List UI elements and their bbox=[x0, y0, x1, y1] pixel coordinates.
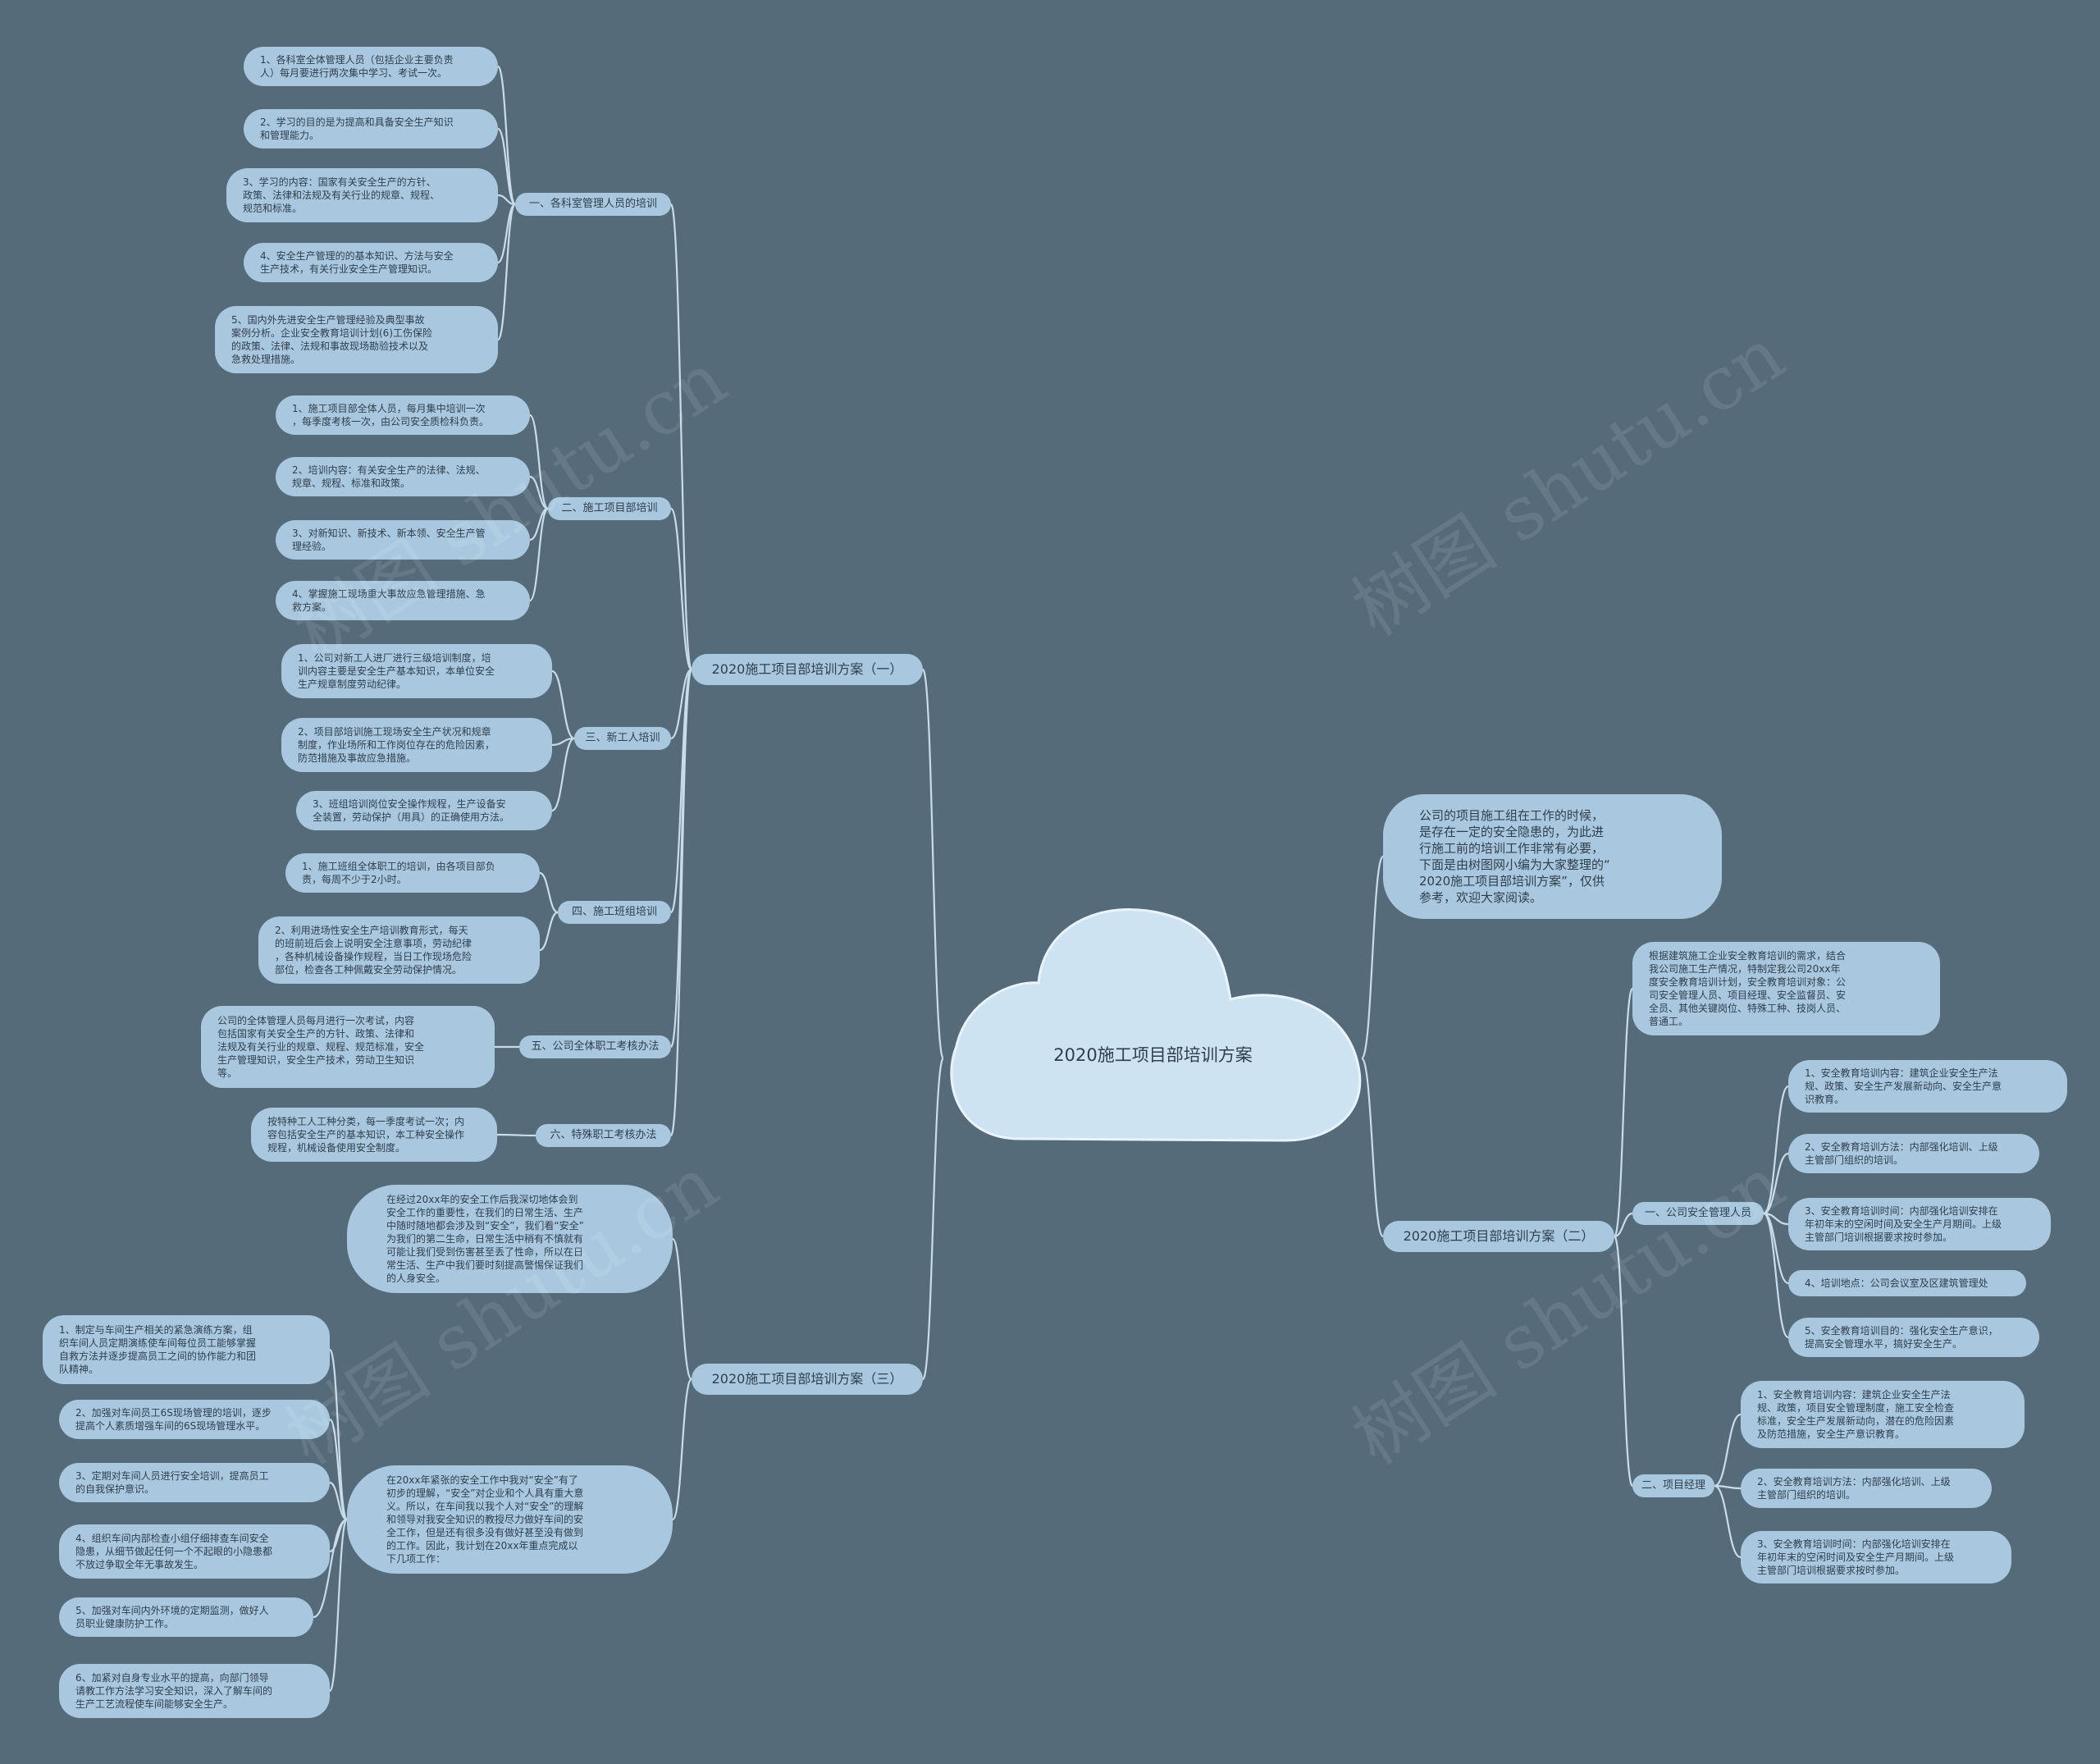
connector-line bbox=[551, 669, 575, 740]
plan3-text-1[interactable]: 在经过20xx年的安全工作后我深切地体会到 安全工作的重要性，在我们的日常生活、… bbox=[347, 1185, 673, 1293]
leaf-item[interactable]: 2、培训内容：有关安全生产的法律、法规、 规章、规程、标准和政策。 bbox=[276, 457, 530, 496]
leaf-item[interactable]: 按特种工人工种分类，每一季度考试一次；内 容包括安全生产的基本知识，本工种安全操… bbox=[251, 1108, 497, 1162]
connector-line bbox=[496, 1133, 536, 1137]
leaf-item[interactable]: 1、安全教育培训内容：建筑企业安全生产法 规、政策，项目安全管理制度，施工安全检… bbox=[1741, 1381, 2025, 1448]
leaf-item[interactable]: 4、掌握施工现场重大事故应急管理措施、急 救方案。 bbox=[276, 581, 530, 620]
connector-line bbox=[1714, 1413, 1742, 1488]
leaf-item[interactable]: 4、组织车间内部检查小组仔细排查车间安全 隐患，从细节做起任何一个不起眼的小隐患… bbox=[59, 1524, 330, 1579]
plan1-section-5[interactable]: 五、公司全体职工考核办法 bbox=[519, 1035, 671, 1058]
leaf-item[interactable]: 5、加强对车间内外环境的定期监测，做好人 员职业健康防护工作。 bbox=[59, 1597, 313, 1637]
connector-line bbox=[1613, 987, 1634, 1238]
connector-line bbox=[1614, 1212, 1633, 1238]
plan-3-title[interactable]: 2020施工项目部培训方案（三） bbox=[692, 1364, 923, 1395]
plan-2-title[interactable]: 2020施工项目部培训方案（二） bbox=[1383, 1221, 1614, 1252]
connector-line bbox=[1763, 1212, 1789, 1339]
leaf-item[interactable]: 1、安全教育培训内容：建筑企业安全生产法 规、政策、安全生产发展新动向、安全生产… bbox=[1788, 1060, 2067, 1113]
plan-1-title[interactable]: 2020施工项目部培训方案（一） bbox=[692, 654, 923, 685]
connector-line bbox=[1360, 855, 1385, 1060]
leaf-item[interactable]: 3、安全教育培训时间：内部强化培训安排在 年初年末的空闲时间及安全生产月期间。上… bbox=[1788, 1198, 2051, 1250]
leaf-item[interactable]: 2、安全教育培训方法：内部强化培训、上级 主管部门组织的培训。 bbox=[1741, 1469, 1992, 1508]
plan2-section-2[interactable]: 二、项目经理 bbox=[1632, 1474, 1714, 1497]
cloud-shape bbox=[950, 908, 1362, 1142]
leaf-item[interactable]: 2、利用进场性安全生产培训教育形式，每天 的班前班后会上说明安全注意事项，劳动纪… bbox=[258, 916, 540, 984]
leaf-item[interactable]: 1、施工班组全体职工的培训，由各项目部负 责，每周不少于2小时。 bbox=[285, 853, 540, 893]
leaf-item[interactable]: 5、国内外先进安全生产管理经验及典型事故 案例分析。企业安全教育培训计划(6)工… bbox=[215, 306, 498, 373]
connector-line bbox=[539, 871, 559, 914]
connector-line bbox=[669, 668, 693, 1049]
plan2-intro[interactable]: 根据建筑施工企业安全教育培训的需求，结合 我公司施工生产情况，特制定我公司20x… bbox=[1632, 942, 1940, 1035]
plan1-section-3[interactable]: 三、新工人培训 bbox=[574, 727, 671, 750]
leaf-item[interactable]: 3、学习的内容：国家有关安全生产的方针、 政策、法律和法规及有关行业的规章、规程… bbox=[226, 168, 498, 222]
leaf-item[interactable]: 1、制定与车间生产相关的紧急演练方案，组 织车间人员定期演练使车间每位员工能够掌… bbox=[43, 1315, 330, 1384]
leaf-item[interactable]: 5、安全教育培训目的：强化安全生产意识， 提高安全管理水平，搞好安全生产。 bbox=[1788, 1318, 2039, 1357]
connector-line bbox=[496, 127, 517, 206]
plan1-section-1[interactable]: 一、各科室管理人员的培训 bbox=[515, 193, 671, 216]
leaf-item[interactable]: 2、项目部培训施工现场安全生产状况和规章 制度，作业场所和工作岗位存在的危险因素… bbox=[281, 718, 552, 772]
leaf-item[interactable]: 公司的全体管理人员每月进行一次考试，内容 包括国家有关安全生产的方针、政策、法律… bbox=[201, 1006, 495, 1088]
connector-line bbox=[528, 507, 550, 602]
connector-line bbox=[669, 203, 693, 671]
connector-line bbox=[528, 414, 550, 510]
leaf-item[interactable]: 2、安全教育培训方法：内部强化培训、上级 主管部门组织的培训。 bbox=[1788, 1134, 2039, 1173]
leaf-item[interactable]: 4、安全生产管理的的基本知识、方法与安全 生产技术，有关行业安全生产管理知识。 bbox=[244, 243, 498, 282]
plan1-section-4[interactable]: 四、施工班组培训 bbox=[558, 901, 671, 924]
leaf-item[interactable]: 1、公司对新工人进厂进行三级培训制度，培 训内容主要是安全生产基本知识，本单位安… bbox=[281, 644, 552, 698]
leaf-item[interactable]: 4、培训地点：公司会议室及区建筑管理处 bbox=[1788, 1270, 2026, 1296]
leaf-item[interactable]: 3、班组培训岗位安全操作规程，生产设备安 全装置，劳动保护（用具）的正确使用方法… bbox=[296, 791, 552, 830]
leaf-item[interactable]: 1、施工项目部全体人员，每月集中培训一次 ，每季度考核一次，由公司安全质检科负责… bbox=[276, 395, 530, 435]
connector-line bbox=[921, 668, 945, 1060]
connector-line bbox=[329, 1481, 348, 1521]
leaf-item[interactable]: 6、加紧对自身专业水平的提高，向部门领导 请教工作方法学习安全知识，深入了解车间… bbox=[59, 1664, 330, 1718]
connector-line bbox=[496, 203, 517, 341]
leaf-item[interactable]: 3、对新知识、新技术、新本领、安全生产管 理经验。 bbox=[276, 520, 530, 560]
connector-line bbox=[671, 1237, 693, 1381]
connector-line bbox=[669, 507, 693, 671]
leaf-item[interactable]: 1、各科室全体管理人员（包括企业主要负责 人）每月要进行两次集中学习、考试一次。 bbox=[244, 47, 498, 86]
plan1-section-2[interactable]: 二、施工项目部培训 bbox=[548, 497, 671, 520]
connector-line bbox=[1763, 1152, 1789, 1215]
connector-line bbox=[1763, 1085, 1789, 1215]
connector-line bbox=[496, 65, 517, 206]
connector-line bbox=[669, 668, 693, 1137]
leaf-item[interactable]: 3、定期对车间人员进行安全培训，提高员工 的自我保护意识。 bbox=[59, 1463, 330, 1502]
connector-line bbox=[328, 1418, 349, 1521]
plan3-text-2[interactable]: 在20xx年紧张的安全工作中我对“安全”有了 初步的理解，“安全”对企业和个人具… bbox=[347, 1465, 673, 1574]
plan1-section-6[interactable]: 六、特殊职工考核办法 bbox=[536, 1124, 671, 1147]
central-topic[interactable]: 2020施工项目部培训方案 bbox=[1053, 1045, 1253, 1065]
connector-line bbox=[1613, 1235, 1634, 1488]
connector-line bbox=[1714, 1484, 1742, 1559]
leaf-item[interactable]: 3、安全教育培训时间：内部强化培训安排在 年初年末的空闲时间及安全生产月期间。上… bbox=[1741, 1531, 2011, 1583]
connector-line bbox=[529, 475, 549, 510]
connector-line bbox=[670, 668, 692, 740]
connector-line bbox=[539, 911, 559, 952]
connector-line bbox=[551, 737, 575, 812]
connector-line bbox=[328, 1518, 349, 1693]
connector-line bbox=[671, 1378, 693, 1521]
plan2-section-1[interactable]: 一、公司安全管理人员 bbox=[1632, 1202, 1764, 1225]
intro-node[interactable]: 公司的项目施工组在工作的时候， 是存在一定的安全隐患的，为此进 行施工前的培训工… bbox=[1383, 794, 1722, 919]
connector-line bbox=[313, 1518, 348, 1619]
connector-line bbox=[921, 1057, 945, 1381]
connector-line bbox=[1714, 1484, 1742, 1490]
leaf-item[interactable]: 2、加强对车间员工6S现场管理的培训，逐步 提高个人素质增强车间的6S现场管理水… bbox=[59, 1400, 330, 1439]
connector-line bbox=[1360, 1057, 1385, 1238]
leaf-item[interactable]: 2、学习的目的是为提高和具备安全生产知识 和管理能力。 bbox=[244, 109, 498, 149]
connector-line bbox=[497, 194, 516, 206]
